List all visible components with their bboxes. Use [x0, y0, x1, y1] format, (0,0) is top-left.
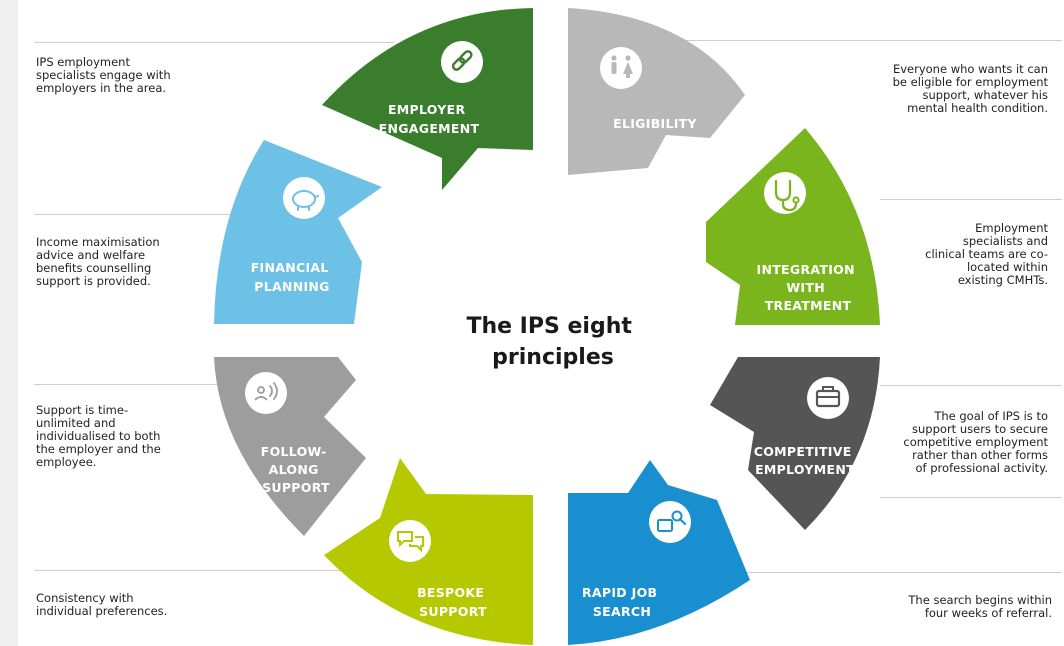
- eligibility-description: Everyone who wants it can be eligible fo…: [892, 62, 1048, 115]
- eligibility-segment: [568, 8, 745, 175]
- follow-along-support-description: Support is time- unlimited and individua…: [36, 403, 161, 469]
- financial-planning-description: Income maximisation advice and welfare b…: [36, 235, 160, 288]
- infographic-card: [18, 0, 1064, 646]
- link-icon: [441, 41, 483, 83]
- employer-engagement-segment: [322, 8, 533, 190]
- divider: [880, 497, 1062, 498]
- integration-segment: [706, 128, 880, 325]
- diagram-title: The IPS eight principles: [466, 314, 639, 370]
- divider: [880, 199, 1062, 200]
- divider: [34, 214, 244, 215]
- employer-engagement-label: EMPLOYER ENGAGEMENT: [379, 102, 480, 136]
- people-icon: [600, 47, 642, 89]
- divider: [670, 40, 1062, 41]
- job-search-icon: [649, 501, 691, 543]
- divider: [34, 570, 354, 571]
- integration-label: INTEGRATION WITH TREATMENT: [757, 262, 860, 313]
- rapid-job-search-label: RAPID JOB SEARCH: [582, 585, 662, 619]
- divider: [34, 384, 234, 385]
- employer-engagement-description: IPS employment specialists engage with e…: [36, 55, 171, 95]
- briefcase-icon: [807, 377, 849, 419]
- rapid-job-search-description: The search begins within four weeks of r…: [908, 593, 1052, 620]
- follow-along-support-label: FOLLOW- ALONG SUPPORT: [261, 444, 331, 495]
- speaking-person-icon: [245, 372, 287, 414]
- piggy-bank-icon: [283, 177, 325, 219]
- divider: [880, 385, 1062, 386]
- financial-planning-label: FINANCIAL PLANNING: [251, 260, 334, 294]
- bespoke-support-label: BESPOKE SUPPORT: [417, 585, 489, 619]
- bespoke-support-description: Consistency with individual preferences.: [36, 591, 168, 618]
- eligibility-label: ELIGIBILITY: [613, 116, 697, 131]
- bespoke-support-segment: [324, 458, 533, 645]
- rapid-job-search-segment: [568, 460, 750, 645]
- competitive-employment-description: The goal of IPS is to support users to s…: [903, 409, 1048, 475]
- chat-bubbles-icon: [389, 520, 431, 562]
- divider: [34, 42, 394, 43]
- competitive-employment-label: COMPETITIVE EMPLOYMENT: [754, 444, 856, 477]
- stethoscope-icon: [764, 172, 806, 214]
- divider: [600, 572, 1062, 573]
- financial-planning-segment: [214, 140, 382, 324]
- integration-description: Employment specialists and clinical team…: [925, 221, 1048, 287]
